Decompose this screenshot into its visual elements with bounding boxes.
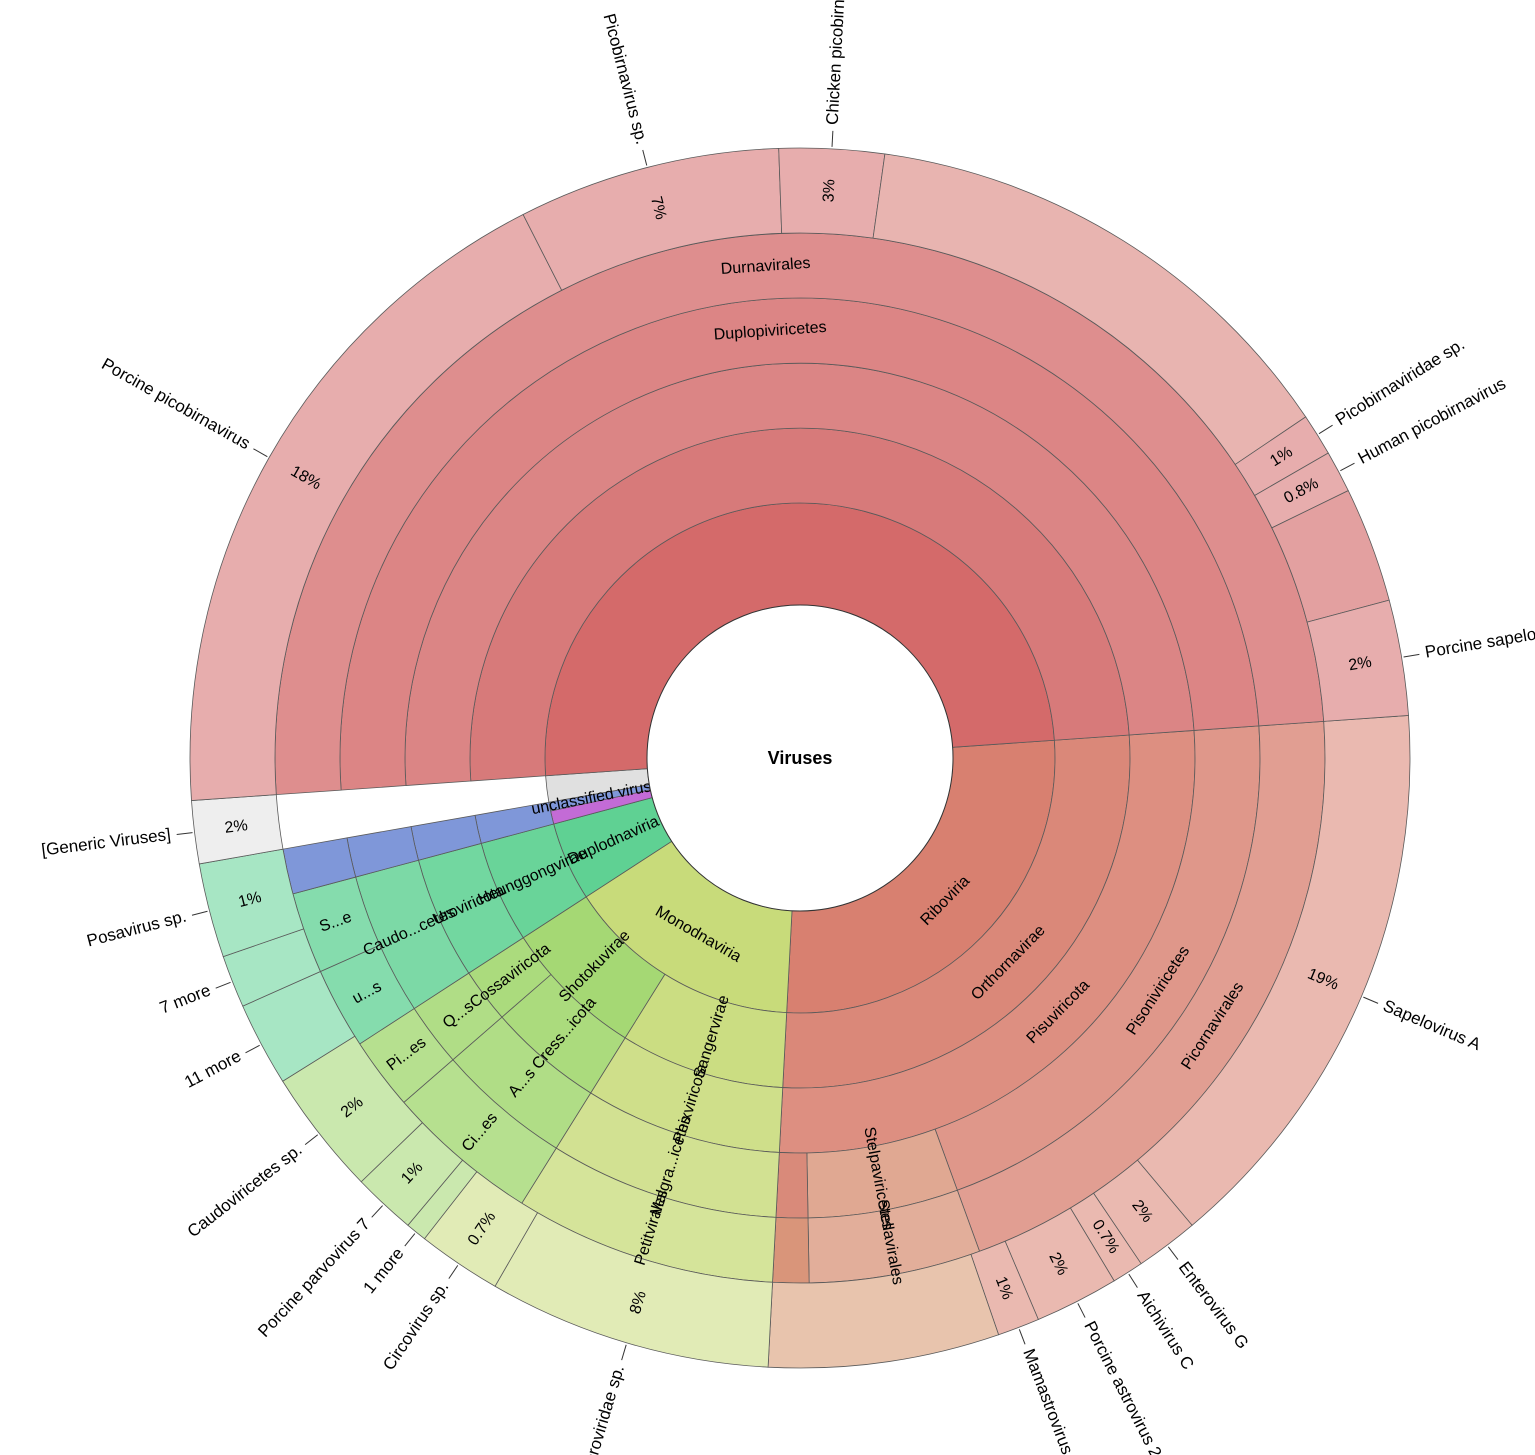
leader-line: [371, 1205, 383, 1218]
leader-line: [1403, 653, 1420, 658]
leader-line: [1077, 1303, 1086, 1318]
leader-line: [642, 149, 648, 166]
leader-line: [176, 832, 193, 836]
leader-line: [245, 1044, 260, 1054]
ring-label-durnavirales: Durnavirales: [720, 255, 811, 278]
leaf-label-sapelovirus-a: Sapelovirus A: [1380, 996, 1484, 1054]
leaf-label-porcine-parvovirus-7: Porcine parvovirus 7: [254, 1215, 374, 1341]
leader-line: [404, 1233, 416, 1247]
leaf-segment-porcine-sapelovirus-1[interactable]: [1306, 599, 1409, 722]
leader-line: [448, 1265, 459, 1279]
leader-line: [1318, 424, 1333, 435]
leaf-label-11-more: 11 more: [181, 1046, 244, 1091]
leader-line: [831, 130, 834, 147]
leaf-label-enterovirus-g: Enterovirus G: [1175, 1258, 1253, 1352]
leader-line: [1018, 1329, 1026, 1345]
ring-segment-unlabeled[interactable]: [772, 1216, 810, 1284]
leaf-label-1-more: 1 more: [360, 1244, 408, 1297]
leader-line: [1340, 462, 1355, 472]
leaf-label-generic-viruses: [Generic Viruses]: [40, 825, 171, 860]
center-label: Viruses: [768, 748, 833, 768]
leaf-pct-porcine-sapelovirus-1: 2%: [1347, 654, 1373, 675]
leaf-label-7-more: 7 more: [157, 981, 213, 1018]
leaf-label-picobirnavirus-sp: Picobirnavirus sp.: [599, 12, 651, 147]
leader-line: [621, 1344, 627, 1361]
leaf-pct-picobirnavirus-sp: 7%: [647, 195, 669, 222]
center-hole: [646, 604, 954, 912]
ring-segment-unlabeled[interactable]: [775, 1152, 809, 1219]
leaf-label-circovirus-sp: Circovirus sp.: [379, 1278, 452, 1374]
leader-line: [253, 448, 268, 458]
leaf-label-caudoviricetes-sp: Caudoviricetes sp.: [184, 1140, 306, 1241]
leaf-label-microviridae-sp: Microviridae sp.: [576, 1363, 628, 1455]
leaf-label-aichivirus-c: Aichivirus C: [1133, 1287, 1197, 1373]
leaf-pct-chicken-picobirnavirus: 3%: [820, 179, 838, 203]
leader-line: [1167, 1246, 1179, 1260]
leader-line: [191, 910, 208, 916]
leaf-pct-posavirus-sp: 1%: [237, 889, 264, 911]
leaf-pct-generic-viruses: 2%: [224, 817, 249, 837]
ring-segments: [189, 147, 1411, 1369]
leader-line: [1128, 1273, 1138, 1288]
leaf-label-posavirus-sp: Posavirus sp.: [85, 907, 189, 951]
leader-line: [304, 1134, 319, 1146]
leader-line: [215, 981, 231, 989]
leaf-pct-microviridae-sp: 8%: [627, 1289, 650, 1316]
leaf-label-porcine-astrovirus-2: Porcine astrovirus 2: [1080, 1318, 1165, 1455]
leaf-label-porcine-picobirnavirus: Porcine picobirnavirus: [98, 354, 253, 453]
leaf-label-mamastrovirus-3: Mamastrovirus 3: [1019, 1346, 1082, 1455]
leader-line: [1363, 996, 1379, 1004]
leaf-label-porcine-sapelovirus-1: Porcine sapelovirus 1: [1424, 616, 1535, 662]
leaf-label-chicken-picobirnavirus: Chicken picobirnavirus: [823, 0, 851, 125]
